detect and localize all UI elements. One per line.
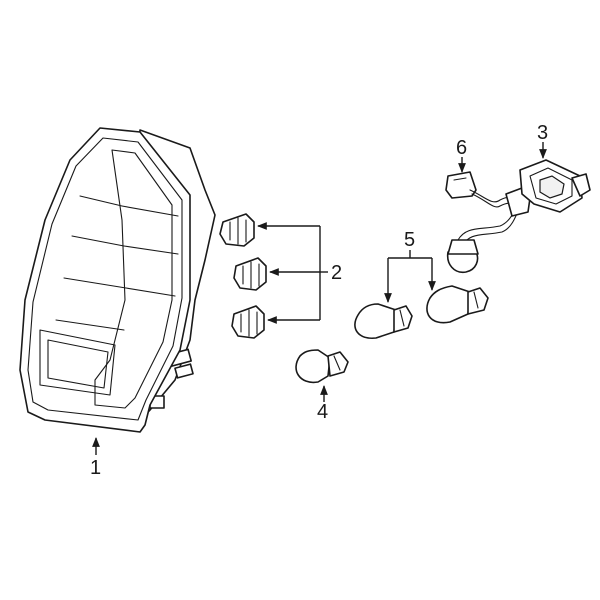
wedge-bulb-single xyxy=(295,349,349,384)
callout-5: 5 xyxy=(404,229,415,251)
callout-6: 6 xyxy=(456,137,467,159)
callout-4: 4 xyxy=(317,401,328,423)
wiring-harness xyxy=(445,171,531,274)
leader-5-bracket xyxy=(384,250,436,303)
tail-lamp-assembly xyxy=(19,127,216,433)
leader-2-bracket xyxy=(257,222,328,324)
callout-3: 3 xyxy=(537,122,548,144)
callout-1: 1 xyxy=(90,457,101,479)
bulb-socket-upper xyxy=(219,213,255,247)
wedge-bulb-right xyxy=(426,285,489,324)
bulb-socket-middle xyxy=(233,257,267,291)
lamp-gasket xyxy=(519,159,591,213)
callout-2: 2 xyxy=(331,262,342,284)
wedge-bulb-left xyxy=(354,303,413,339)
bulb-socket-lower xyxy=(231,305,265,339)
